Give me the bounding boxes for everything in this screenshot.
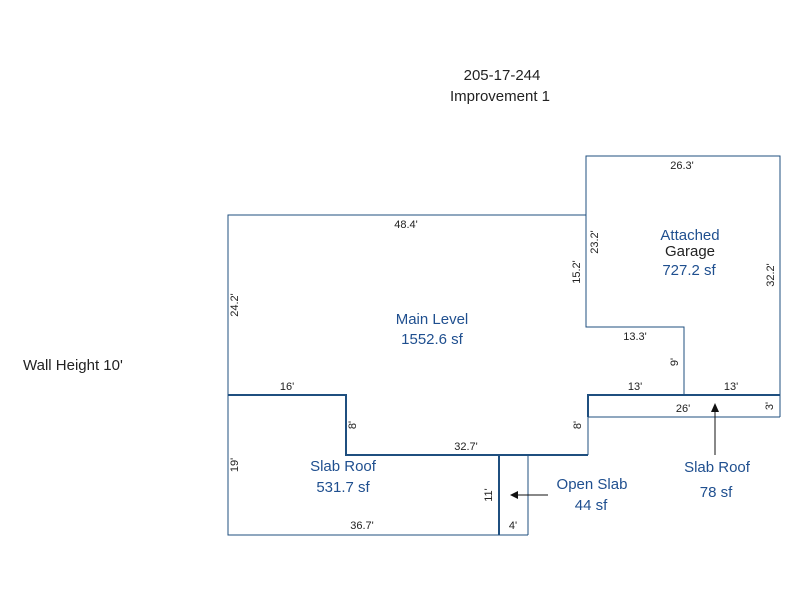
dim-porch-right-13: 13' [724, 381, 738, 393]
main-level-size: 1552.6 sf [401, 331, 464, 348]
main-level-outline [227, 214, 586, 395]
open-slab-arrow [510, 491, 548, 499]
slab-roof-top-wall [228, 394, 588, 456]
dim-porch-left-13: 13' [628, 381, 642, 393]
improvement-label: Improvement 1 [450, 88, 550, 105]
garage-outline [585, 155, 781, 417]
porch-top-wall [587, 394, 780, 417]
slab-roof-right-name: Slab Roof [684, 459, 751, 476]
dim-main-top: 48.4' [394, 219, 418, 231]
dim-slab-top: 16' [280, 381, 294, 393]
dim-porch-3: 3' [764, 402, 776, 410]
dim-slab-32-7: 32.7' [454, 441, 478, 453]
garage-step-wall [585, 215, 685, 395]
dim-garage-step: 13.3' [623, 331, 647, 343]
slab-roof-right-arrow [711, 403, 719, 455]
dim-slab-bottom: 36.7' [350, 520, 374, 532]
dim-garage-right: 32.2' [765, 263, 777, 287]
open-slab-size: 44 sf [575, 497, 608, 514]
dim-garage-top: 26.3' [670, 160, 694, 172]
slab-roof-right-size: 78 sf [700, 484, 733, 501]
main-level-name: Main Level [396, 311, 469, 328]
slab-roof-outline [227, 395, 528, 536]
dim-open-4: 4' [509, 520, 517, 532]
garage-name-line1: Attached [660, 227, 719, 244]
slab-roof-left-size: 531.7 sf [316, 479, 370, 496]
open-slab-name: Open Slab [557, 476, 628, 493]
wall-height-label: Wall Height 10' [23, 357, 123, 374]
slab-roof-left-name: Slab Roof [310, 458, 377, 475]
dim-slab-8-right: 8' [572, 421, 584, 429]
dim-open-11: 11' [483, 488, 495, 502]
dim-porch-26: 26' [676, 403, 690, 415]
dim-garage-notch: 9' [669, 358, 681, 366]
dim-main-left: 24.2' [229, 293, 241, 317]
garage-size: 727.2 sf [662, 262, 716, 279]
garage-name-line2: Garage [665, 243, 715, 260]
dim-slab-8-left: 8' [347, 421, 359, 429]
dim-main-right: 15.2' [571, 260, 583, 284]
parcel-id: 205-17-244 [464, 67, 541, 84]
dim-garage-left: 23.2' [589, 230, 601, 254]
dim-slab-19: 19' [229, 458, 241, 472]
